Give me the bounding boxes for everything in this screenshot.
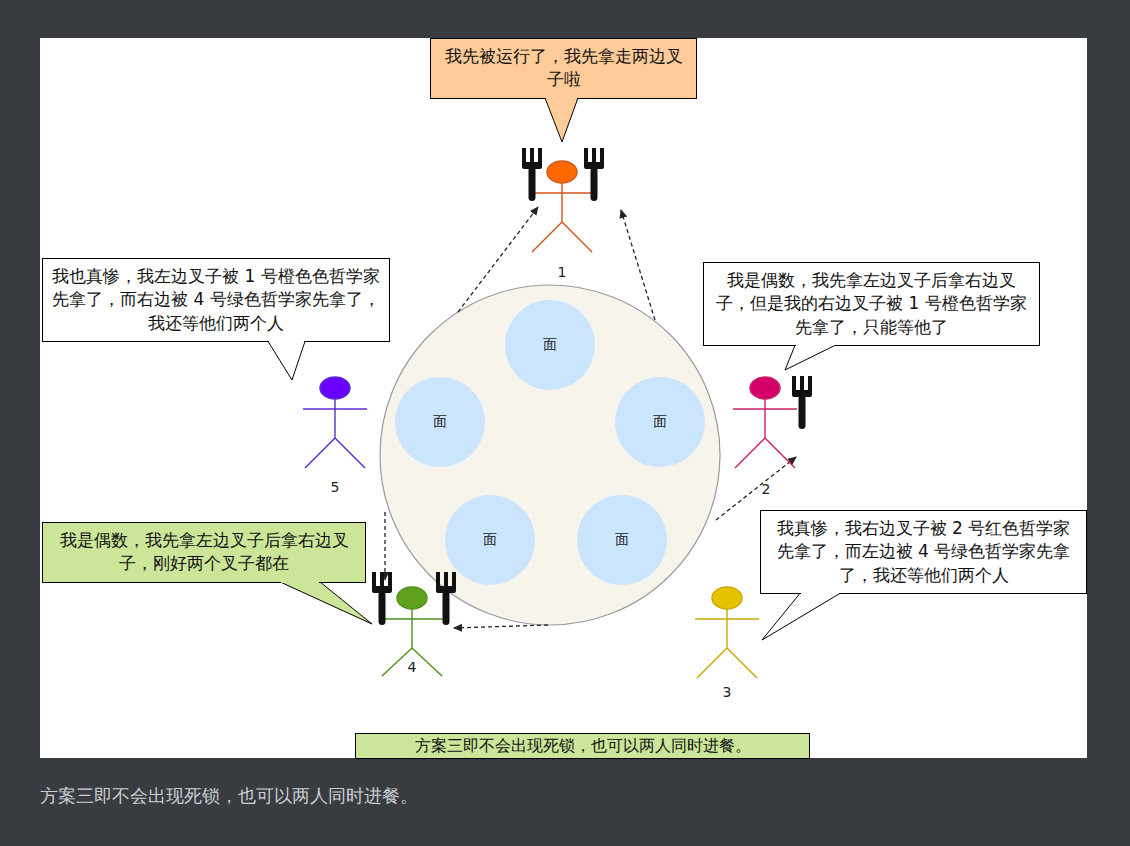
speech-bubble: 我也真惨，我左边叉子被 1 号橙色色哲学家先拿了，而右边被 4 号绿色哲学家先拿…	[42, 258, 390, 342]
seat-number: 4	[408, 659, 417, 675]
philosopher-1	[530, 161, 596, 252]
speech-bubble: 我真惨，我右边叉子被 2 号红色哲学家先拿了，而左边被 4 号绿色哲学家先拿了，…	[760, 510, 1087, 594]
noodle-plate: 面	[445, 495, 535, 585]
philosopher-3	[695, 587, 759, 678]
plate-label: 面	[653, 413, 667, 431]
bubble-text: 我先被运行了，我先拿走两边叉子啦	[439, 45, 688, 92]
bubble-tail	[545, 98, 578, 142]
seat-number: 1	[558, 264, 567, 280]
bubble-tail	[268, 341, 305, 380]
seat-number: 2	[762, 481, 771, 497]
bubble-tail	[280, 582, 372, 624]
plate-label: 面	[543, 336, 557, 354]
tail-joint	[796, 344, 834, 346]
speech-bubble: 我是偶数，我先拿左边叉子后拿右边叉子，刚好两个叉子都在	[42, 522, 366, 583]
seat-number: 5	[331, 479, 340, 495]
bubble-tail	[762, 593, 840, 640]
philosopher-4	[380, 587, 444, 676]
philosopher-5	[303, 377, 367, 468]
plate-label: 面	[615, 531, 629, 549]
bubble-text: 我真惨，我右边叉子被 2 号红色哲学家先拿了，而左边被 4 号绿色哲学家先拿了，…	[769, 517, 1078, 587]
noodle-plate: 面	[577, 495, 667, 585]
speech-bubble: 我先被运行了，我先拿走两边叉子啦	[430, 38, 697, 99]
speech-bubble: 我是偶数，我先拿左边叉子后拿右边叉子，但是我的右边叉子被 1 号橙色哲学家先拿了…	[703, 262, 1040, 346]
noodle-plate: 面	[395, 377, 485, 467]
philosopher-2	[733, 377, 797, 468]
tail-joint	[281, 581, 319, 583]
tail-joint	[546, 97, 577, 99]
speech-bubble: 方案三即不会出现死锁，也可以两人同时进餐。	[355, 733, 810, 759]
caption: 方案三即不会出现死锁，也可以两人同时进餐。	[40, 784, 418, 808]
plate-label: 面	[483, 531, 497, 549]
tail-joint	[801, 592, 839, 594]
bubble-text: 我是偶数，我先拿左边叉子后拿右边叉子，刚好两个叉子都在	[51, 529, 357, 576]
bubble-text: 我是偶数，我先拿左边叉子后拿右边叉子，但是我的右边叉子被 1 号橙色哲学家先拿了…	[712, 269, 1031, 339]
table	[380, 285, 720, 625]
bubble-tail	[785, 345, 835, 370]
noodle-plate: 面	[615, 377, 705, 467]
noodle-plate: 面	[505, 300, 595, 390]
bubble-text: 我也真惨，我左边叉子被 1 号橙色色哲学家先拿了，而右边被 4 号绿色哲学家先拿…	[51, 265, 381, 335]
bubble-text: 方案三即不会出现死锁，也可以两人同时进餐。	[364, 735, 801, 757]
plate-label: 面	[433, 413, 447, 431]
seat-number: 3	[723, 684, 732, 700]
tail-joint	[269, 340, 304, 342]
